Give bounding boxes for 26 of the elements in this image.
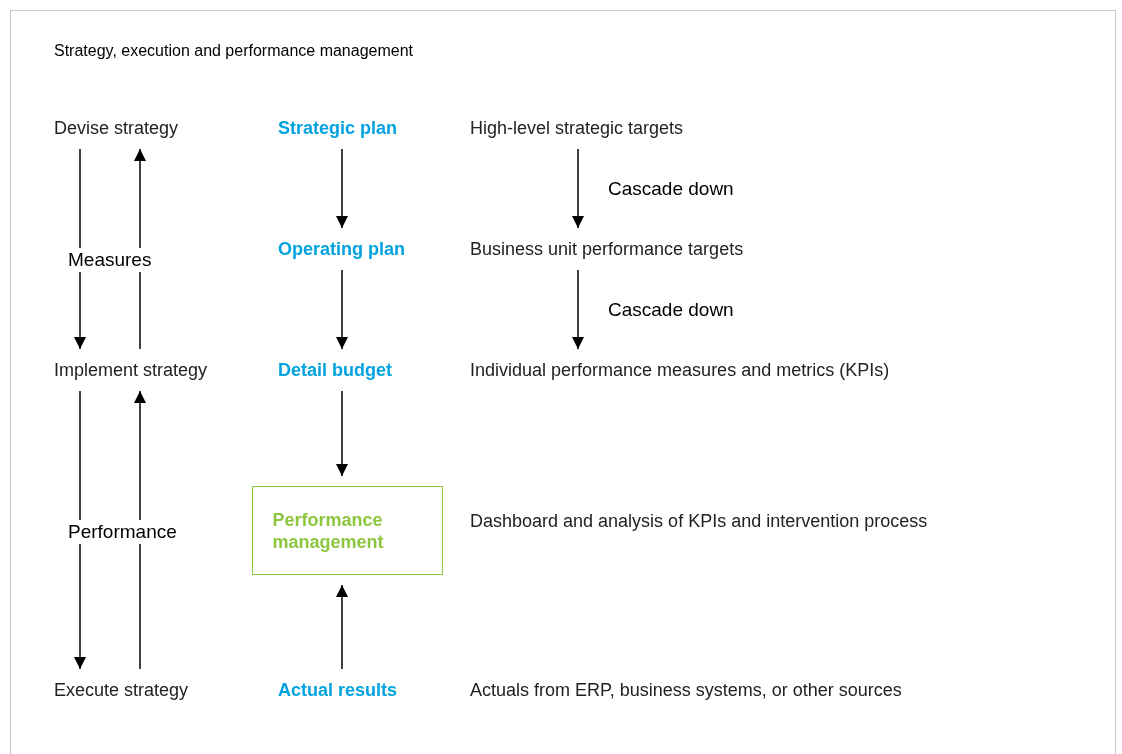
node-text: Individual performance measures and metrics (KPIs)	[470, 359, 890, 381]
node-text: Dashboard and analysis of KPIs and intervention process	[470, 510, 928, 532]
plan-text: Detail budget	[278, 359, 392, 381]
diagram-title: Strategy, execution and performance management	[54, 42, 414, 60]
arrow	[74, 390, 86, 670]
arrow	[336, 584, 348, 670]
node-text: Devise strategy	[54, 117, 179, 139]
plan-text: Strategic plan	[278, 117, 398, 139]
arrow	[572, 148, 584, 229]
plan-text: Operating plan	[278, 238, 405, 260]
arrow	[572, 269, 584, 350]
arrow	[134, 148, 146, 350]
node-text: Execute strategy	[54, 679, 189, 701]
arrow	[336, 390, 348, 477]
plan-text: Actual results	[278, 679, 398, 701]
process-box: Performance management	[252, 486, 443, 575]
node-text: High-level strategic targets	[470, 117, 684, 139]
node-text: Business unit performance targets	[470, 238, 744, 260]
node-text: Actuals from ERP, business systems, or other sources	[470, 679, 902, 701]
side-label: Measures	[66, 248, 154, 272]
arrow	[134, 390, 146, 670]
arrow	[336, 148, 348, 229]
arrow	[74, 148, 86, 350]
side-label: Performance	[66, 520, 179, 544]
node-text: Implement strategy	[54, 359, 208, 381]
arrow	[336, 269, 348, 350]
